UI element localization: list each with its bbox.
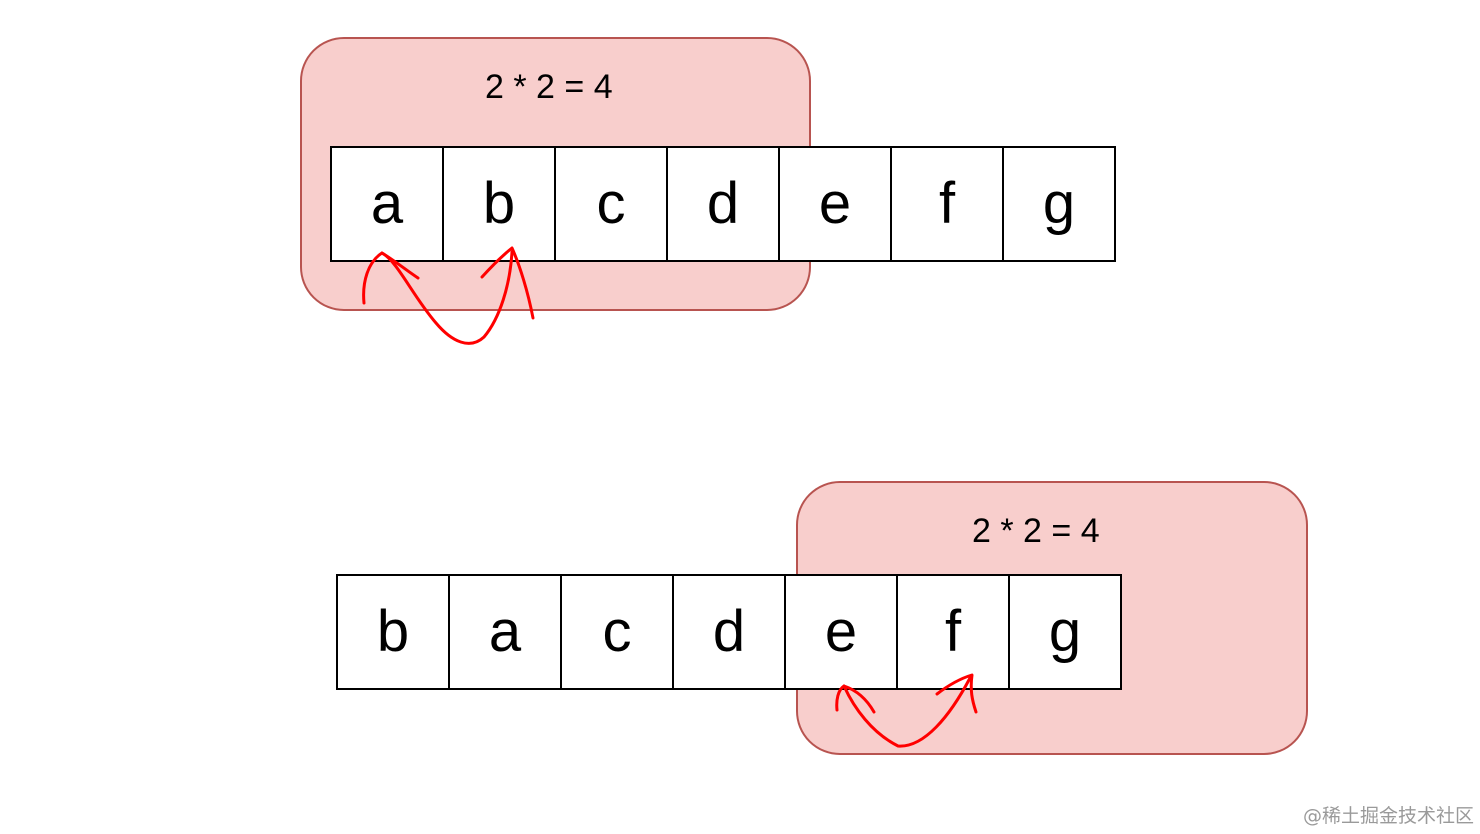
cell: f: [890, 146, 1004, 262]
cell: e: [778, 146, 892, 262]
cell: g: [1002, 146, 1116, 262]
cell-row-bottom: b a c d e f g: [336, 574, 1122, 690]
cell: b: [336, 574, 450, 690]
cell: a: [448, 574, 562, 690]
cell: d: [672, 574, 786, 690]
cell: d: [666, 146, 780, 262]
window-label-top: 2 * 2 = 4: [485, 68, 613, 106]
watermark: @稀土掘金技术社区: [1302, 805, 1474, 827]
cell: f: [896, 574, 1010, 690]
cell: a: [330, 146, 444, 262]
cell: e: [784, 574, 898, 690]
window-label-bottom: 2 * 2 = 4: [972, 512, 1100, 550]
cell: b: [442, 146, 556, 262]
cell: g: [1008, 574, 1122, 690]
cell-row-top: a b c d e f g: [330, 146, 1116, 262]
cell: c: [554, 146, 668, 262]
cell: c: [560, 574, 674, 690]
